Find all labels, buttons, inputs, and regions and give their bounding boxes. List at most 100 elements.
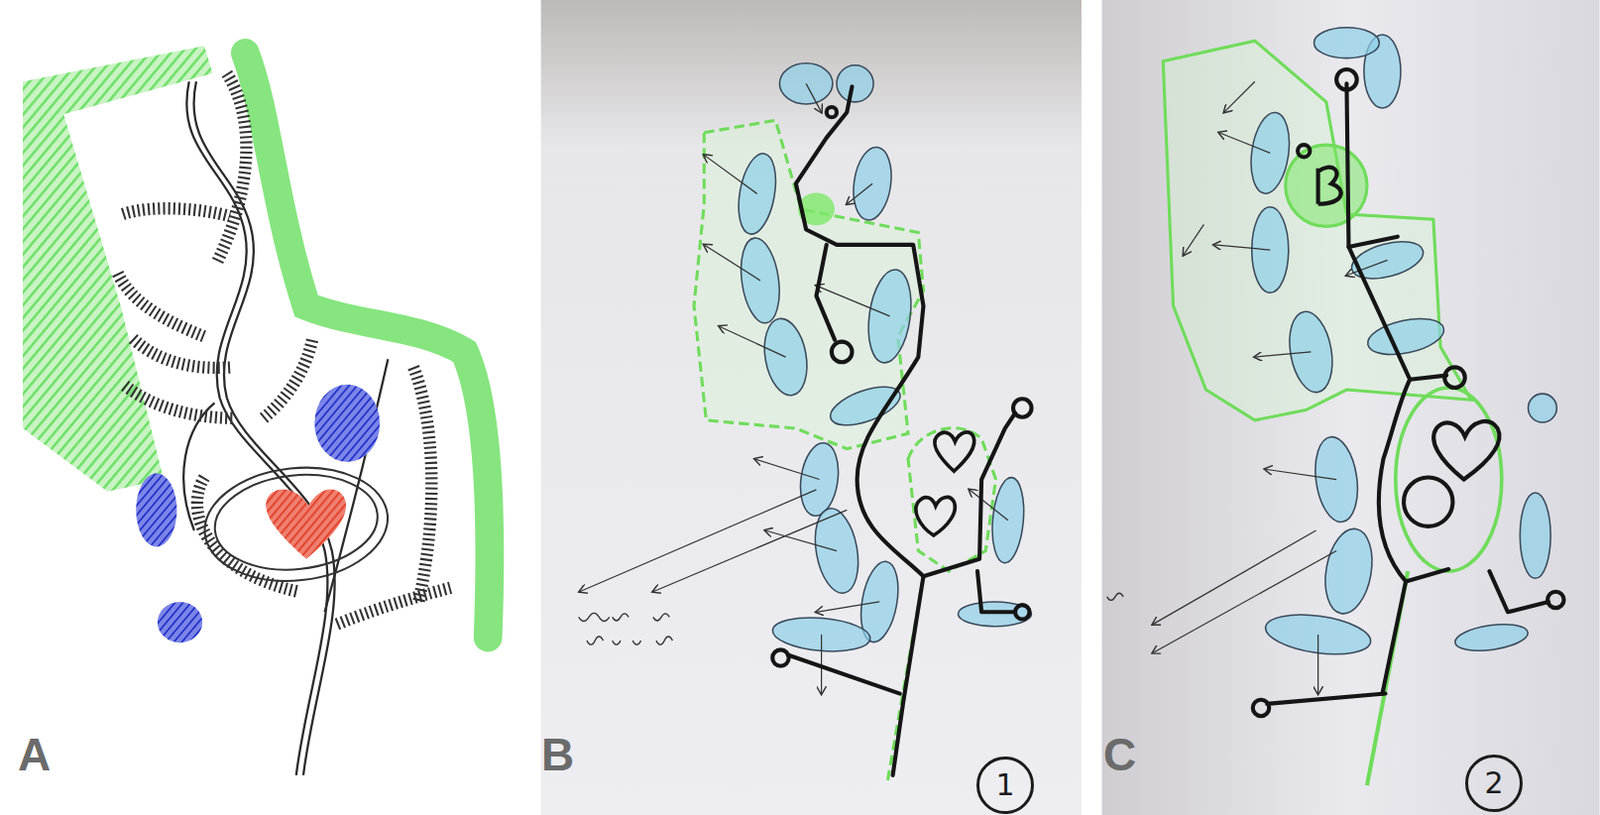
blue-pods (759, 315, 813, 399)
vine-stem (183, 81, 388, 776)
path-network (815, 244, 835, 341)
hatched-bands (337, 587, 452, 625)
path-network (922, 413, 1016, 577)
view-arrows (1224, 81, 1256, 113)
number-text: 2 (1484, 768, 1503, 799)
view-arrows (1152, 81, 1388, 693)
view-arrows (703, 244, 761, 281)
path-network (1013, 398, 1032, 418)
view-arrows (846, 183, 873, 205)
vine-stem (186, 81, 328, 776)
view-arrows (815, 601, 880, 612)
view-arrows (579, 83, 1009, 693)
panel-letter: B (541, 731, 574, 778)
blue-spot (157, 601, 203, 643)
view-arrows (1214, 244, 1271, 250)
view-arrows (1219, 132, 1270, 154)
panel-a-sketch (22, 45, 490, 776)
heart-symbol (934, 432, 975, 471)
heart-symbol (915, 432, 975, 536)
hatched-bands (124, 385, 235, 419)
panel-letter: C (1103, 731, 1137, 778)
green-zone (1395, 387, 1502, 572)
view-arrows (1255, 351, 1312, 357)
path-network (831, 342, 853, 363)
blue-pods (1348, 234, 1428, 286)
view-arrows (820, 634, 822, 694)
path-network (1488, 571, 1549, 612)
path-network (1015, 604, 1029, 619)
heart-symbol (915, 496, 955, 536)
path-network (1346, 83, 1410, 693)
hatched-bands (117, 273, 205, 338)
view-arrows (579, 489, 817, 592)
view-arrows (719, 326, 787, 357)
blue-pods (1364, 312, 1447, 360)
red-heart (265, 488, 346, 559)
path-network (1297, 144, 1310, 157)
blue-pods (863, 266, 917, 365)
view-arrows (1152, 551, 1337, 654)
view-arrows (765, 530, 837, 552)
hatched-bands (122, 208, 230, 217)
green-zone (1162, 40, 1472, 421)
path-network (796, 86, 924, 775)
path-network (1336, 69, 1358, 91)
ring-path (199, 458, 394, 590)
handwritten-note (653, 613, 674, 645)
view-arrows (969, 489, 1009, 521)
hatched-bands (132, 339, 233, 368)
hatched-bands (117, 73, 452, 625)
handwritten-note (578, 612, 629, 621)
hatched-bands (413, 366, 432, 602)
path-network (1348, 236, 1397, 247)
circled-number: 2 (1465, 754, 1523, 812)
green-blob (1285, 144, 1368, 227)
green-band (244, 52, 490, 637)
path-network (1266, 693, 1385, 704)
blue-pods (1246, 27, 1557, 661)
view-arrows (703, 154, 757, 194)
blue-pods (1283, 308, 1339, 396)
green-area (22, 45, 213, 492)
view-arrows (1346, 259, 1387, 275)
blue-pods (732, 63, 1031, 656)
view-arrows (815, 285, 890, 317)
vine-stem (193, 81, 335, 776)
view-arrows (1264, 468, 1337, 479)
blue-pods (836, 65, 874, 103)
ring-path (210, 466, 383, 577)
path-network (1444, 366, 1466, 388)
blue-pods (1453, 620, 1530, 656)
heart-symbol (1318, 167, 1500, 480)
view-arrows (805, 83, 821, 113)
view-arrows (1317, 634, 1319, 694)
blue-spot (135, 472, 177, 547)
panel-c-sketch (1102, 0, 1600, 815)
path-network (788, 654, 901, 693)
view-arrows (1152, 530, 1317, 625)
path-network (1409, 375, 1447, 380)
path-network (772, 649, 789, 666)
path-network (1547, 591, 1564, 608)
blue-spot (314, 384, 380, 462)
view-arrows (755, 458, 820, 480)
blue-pods (825, 378, 906, 433)
panel-b-sketch (541, 0, 1082, 815)
heart-symbol (1318, 167, 1342, 205)
handwritten-note (578, 612, 674, 645)
blue-pods (1519, 492, 1551, 578)
path-network (977, 571, 1016, 612)
hatched-bands (217, 73, 247, 263)
path-network (1403, 476, 1453, 526)
path-network (826, 107, 837, 117)
paper-photo (1102, 0, 1600, 815)
blue-pods (1319, 525, 1379, 618)
view-arrows (653, 509, 847, 591)
view-arrows (1183, 224, 1205, 255)
path-network (1405, 569, 1449, 581)
path-network (1253, 699, 1269, 716)
